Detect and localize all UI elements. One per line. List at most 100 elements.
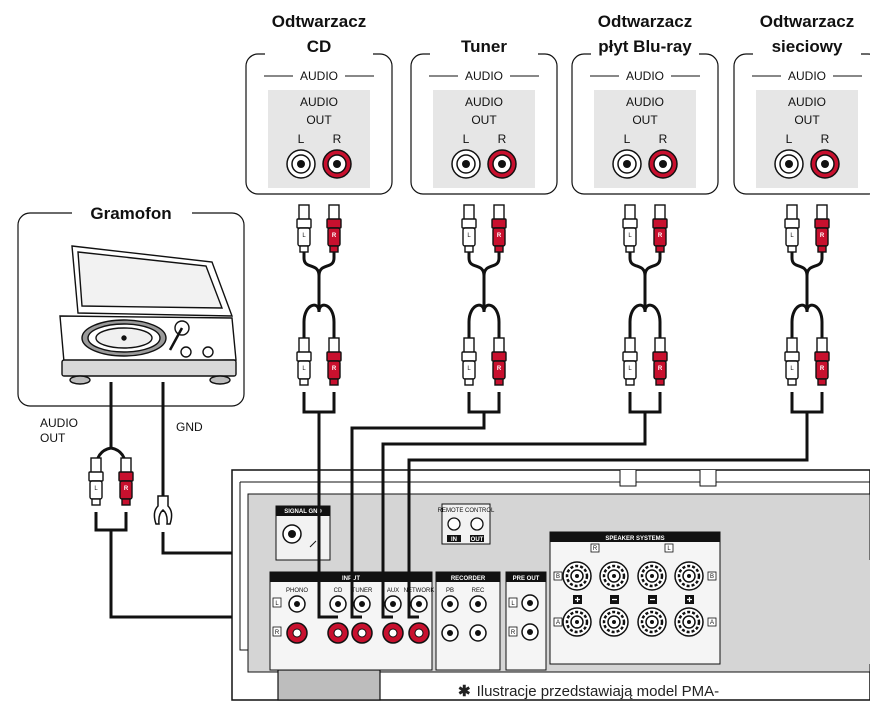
recorder-label: RECORDER bbox=[451, 576, 486, 582]
input-label-4: NETWORK bbox=[404, 588, 435, 594]
speaker-a-left: A bbox=[556, 620, 560, 626]
device-jack-right bbox=[810, 149, 840, 179]
device-jack-right bbox=[322, 149, 352, 179]
remote-in-jack bbox=[447, 517, 461, 531]
device-jack-left bbox=[286, 149, 316, 179]
cable-bottom-plug-right-letter: R bbox=[497, 366, 502, 372]
turntable-icon bbox=[59, 245, 237, 385]
signal-gnd-label: SIGNAL GND bbox=[284, 509, 322, 515]
device-out-label-2: OUT bbox=[306, 113, 332, 127]
remote-in-label: IN bbox=[451, 537, 457, 543]
input-cables bbox=[317, 412, 809, 619]
cable-bottom-plug-left-letter: L bbox=[302, 366, 306, 372]
device-title-line2: płyt Blu-ray bbox=[598, 37, 692, 56]
cable-top-plug-right-letter: R bbox=[497, 233, 502, 239]
turntable-plug-left-letter: L bbox=[94, 486, 98, 492]
remote-control-label: REMOTE CONTROL bbox=[438, 508, 495, 514]
pre-out-label: PRE OUT bbox=[513, 576, 540, 582]
device-title-line1: Tuner bbox=[461, 37, 507, 56]
cable-top-plug-right bbox=[326, 204, 342, 253]
device-section-label: AUDIO bbox=[465, 69, 503, 83]
cable-bottom-plug-right bbox=[326, 337, 342, 386]
cable-bottom-plug-right bbox=[814, 337, 830, 386]
device-left-label: L bbox=[786, 132, 793, 146]
device-jack-left bbox=[451, 149, 481, 179]
speaker-left-letter: L bbox=[667, 546, 671, 552]
speaker-systems-label: SPEAKER SYSTEMS bbox=[605, 536, 664, 542]
cable-top-plug-left bbox=[461, 204, 477, 253]
cable-top-plug-left-letter: L bbox=[628, 233, 632, 239]
footnote-text: Ilustracje przedstawiają model PMA- bbox=[476, 683, 720, 700]
cable-bottom-plug-left bbox=[784, 337, 800, 386]
turntable-audio-out-2: OUT bbox=[40, 431, 66, 445]
cable-top-plug-left-letter: L bbox=[790, 233, 794, 239]
cable-top-plug-left bbox=[296, 204, 312, 253]
cable-top-plug-right bbox=[652, 204, 668, 253]
device-out-label-2: OUT bbox=[632, 113, 658, 127]
cable-top-plug-right-letter: R bbox=[332, 233, 337, 239]
device-out-label-1: AUDIO bbox=[300, 95, 338, 109]
speaker-right-letter: R bbox=[593, 546, 598, 552]
cable-top-plug-left bbox=[622, 204, 638, 253]
speaker-b-left: B bbox=[556, 574, 560, 580]
turntable-plug-left bbox=[88, 457, 104, 506]
cable-bottom-plug-right-letter: R bbox=[820, 366, 825, 372]
cable-bottom-plug-right bbox=[652, 337, 668, 386]
input-cable-2 bbox=[381, 412, 647, 619]
device-title-line1: Odtwarzacz bbox=[272, 12, 366, 31]
cable-top-plug-right-letter: R bbox=[658, 233, 663, 239]
device-jack-left bbox=[612, 149, 642, 179]
device-right-label: R bbox=[659, 132, 668, 146]
device-out-label-2: OUT bbox=[794, 113, 820, 127]
gnd-spade-lug bbox=[153, 495, 173, 525]
input-label-2: TUNER bbox=[352, 588, 373, 594]
turntable-plug-right-letter: R bbox=[124, 486, 129, 492]
device-right-label: R bbox=[333, 132, 342, 146]
pre-out-left-letter: L bbox=[511, 601, 515, 607]
input-right-letter: R bbox=[275, 630, 280, 636]
cable-top-plug-left-letter: L bbox=[302, 233, 306, 239]
device-out-label-1: AUDIO bbox=[788, 95, 826, 109]
footnote-star-icon: ✱ bbox=[458, 683, 471, 700]
cable-bottom-plug-left bbox=[461, 337, 477, 386]
cable-bottom-plug-left bbox=[296, 337, 312, 386]
cable-top-plug-left-letter: L bbox=[467, 233, 471, 239]
input-label-1: CD bbox=[334, 588, 343, 594]
device-jack-right bbox=[648, 149, 678, 179]
amplifier: SIGNAL GND REMOTE CONTROL IN OUT INPUT P… bbox=[231, 469, 870, 701]
cable-bottom-plug-right-letter: R bbox=[332, 366, 337, 372]
input-jack-1 bbox=[327, 595, 349, 644]
device-left-label: L bbox=[463, 132, 470, 146]
cable-bottom-plug-left-letter: L bbox=[467, 366, 471, 372]
input-jacks: LR bbox=[272, 595, 430, 644]
speaker-a-right: A bbox=[710, 620, 714, 626]
cable-bottom-plug-right-letter: R bbox=[658, 366, 663, 372]
device-cable: L L R R bbox=[296, 204, 342, 414]
turntable-title: Gramofon bbox=[90, 204, 171, 223]
speaker-terminals: R L B B A A bbox=[553, 543, 717, 638]
turntable-gnd: GND bbox=[176, 420, 203, 434]
device-out-label-2: OUT bbox=[471, 113, 497, 127]
pre-out-right-letter: R bbox=[511, 630, 516, 636]
cable-bottom-plug-right bbox=[491, 337, 507, 386]
cable-bottom-plug-left bbox=[622, 337, 638, 386]
input-label-3: AUX bbox=[387, 588, 399, 594]
device-section-label: AUDIO bbox=[300, 69, 338, 83]
recorder-rec-label: REC bbox=[472, 588, 485, 594]
cable-top-plug-right bbox=[814, 204, 830, 253]
pre-out-jacks: L R bbox=[508, 594, 539, 641]
remote-out-jack bbox=[470, 517, 484, 531]
cable-top-plug-right-letter: R bbox=[820, 233, 825, 239]
right-panel-detail bbox=[728, 560, 870, 664]
recorder-jacks bbox=[441, 595, 487, 642]
device-title-line1: Odtwarzacz bbox=[760, 12, 854, 31]
device-left-label: L bbox=[624, 132, 631, 146]
turntable-audio-out-1: AUDIO bbox=[40, 416, 78, 430]
input-left-letter: L bbox=[275, 601, 279, 607]
device-cable: L L R R bbox=[461, 204, 507, 414]
